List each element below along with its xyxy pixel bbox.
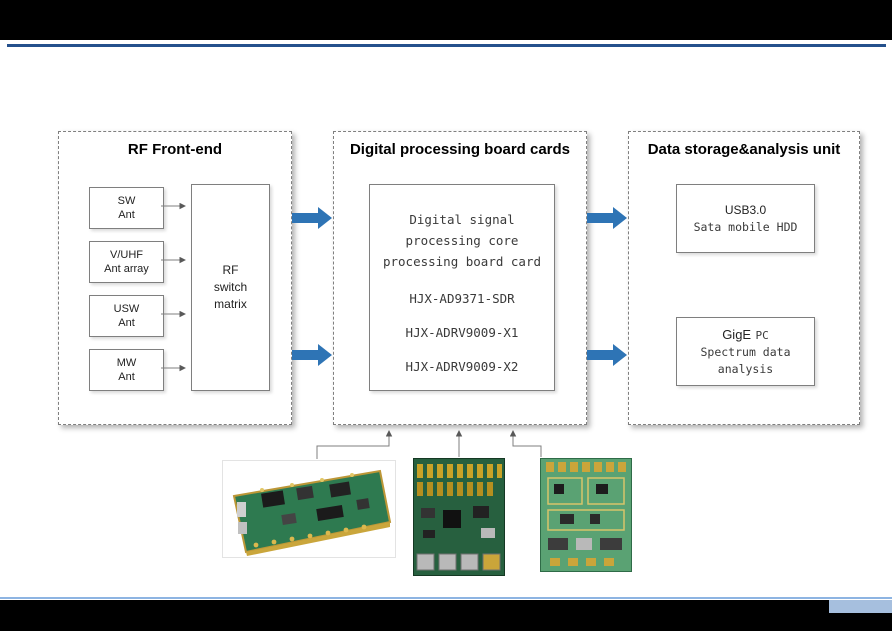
antenna-usw-line2: Ant xyxy=(118,317,135,329)
bottom-black-band xyxy=(0,600,892,631)
arrow-head xyxy=(318,344,332,366)
pcb-photo-processing-board xyxy=(413,458,505,581)
switch-matrix-line2: switch xyxy=(213,280,248,295)
digital-processing-title: Digital processing board cards xyxy=(349,141,571,158)
footer-rule-line xyxy=(0,597,892,599)
data-storage-title: Data storage&analysis unit xyxy=(647,141,841,158)
flow-arrow-rf-to-digital-bottom xyxy=(292,344,332,366)
flow-arrow-digital-to-storage-top xyxy=(587,207,627,229)
antenna-mw-line1: MW xyxy=(116,356,137,369)
usb-line1: USB3.0 xyxy=(724,203,767,217)
antenna-usw-line1: USW xyxy=(113,302,140,315)
header-rule-line xyxy=(7,44,886,47)
arrow-body xyxy=(292,213,318,223)
antenna-sw-line1: SW xyxy=(117,194,136,207)
antenna-vuhf-line1: V/UHF xyxy=(110,248,143,261)
footer-accent-bar xyxy=(829,600,892,613)
arrow-head xyxy=(613,344,627,366)
usb-line2: Sata mobile HDD xyxy=(693,220,798,234)
pcb-photo-carrier-board xyxy=(540,458,632,577)
antenna-box-sw: SW Ant xyxy=(89,187,164,229)
board-model-adrv9009-x2: HJX-ADRV9009-X2 xyxy=(405,359,519,374)
usb-hdd-box: USB3.0 Sata mobile HDD xyxy=(676,184,815,253)
digital-card-heading-line2: processing core xyxy=(405,233,519,248)
digital-card-heading: Digital signal processing core processin… xyxy=(383,209,541,272)
antenna-sw-line2: Ant xyxy=(118,209,135,221)
antenna-box-mw: MW Ant xyxy=(89,349,164,391)
switch-matrix-line3: matrix xyxy=(214,296,247,311)
rf-front-end-box: RF Front-end SW Ant V/UHF Ant array USW … xyxy=(58,131,292,425)
arrow-body xyxy=(587,350,613,360)
arrow-head xyxy=(318,207,332,229)
flow-arrow-rf-to-digital-top xyxy=(292,207,332,229)
antenna-vuhf-line2: Ant array xyxy=(104,263,149,275)
gige-line3: analysis xyxy=(717,361,774,376)
antenna-box-vuhf: V/UHF Ant array xyxy=(89,241,164,283)
arrow-body xyxy=(587,213,613,223)
data-storage-box: Data storage&analysis unit USB3.0 Sata m… xyxy=(628,131,860,425)
top-black-band xyxy=(0,0,892,40)
board-model-adrv9009-x1: HJX-ADRV9009-X1 xyxy=(405,325,519,340)
antenna-mw-line2: Ant xyxy=(118,371,135,383)
rf-switch-matrix-box: RF switch matrix xyxy=(191,184,270,391)
antenna-box-usw: USW Ant xyxy=(89,295,164,337)
board-model-ad9371: HJX-AD9371-SDR xyxy=(409,291,515,306)
gige-line2: Spectrum data xyxy=(700,344,791,359)
pcb-photo-sdr-board xyxy=(222,460,396,563)
digital-core-card: Digital signal processing core processin… xyxy=(369,184,555,391)
digital-card-heading-line3: processing board card xyxy=(382,254,542,269)
gige-label: GigE xyxy=(722,326,752,342)
flow-arrow-digital-to-storage-bottom xyxy=(587,344,627,366)
arrow-body xyxy=(292,350,318,360)
digital-processing-box: Digital processing board cards Digital s… xyxy=(333,131,587,425)
rf-front-end-title: RF Front-end xyxy=(127,141,223,158)
digital-card-heading-line1: Digital signal xyxy=(409,212,515,227)
pc-label: PC xyxy=(755,328,769,342)
gige-analysis-box: GigE PC Spectrum data analysis xyxy=(676,317,815,386)
gige-line1: GigE PC xyxy=(722,326,769,344)
arrow-head xyxy=(613,207,627,229)
switch-matrix-line1: RF xyxy=(222,263,239,278)
